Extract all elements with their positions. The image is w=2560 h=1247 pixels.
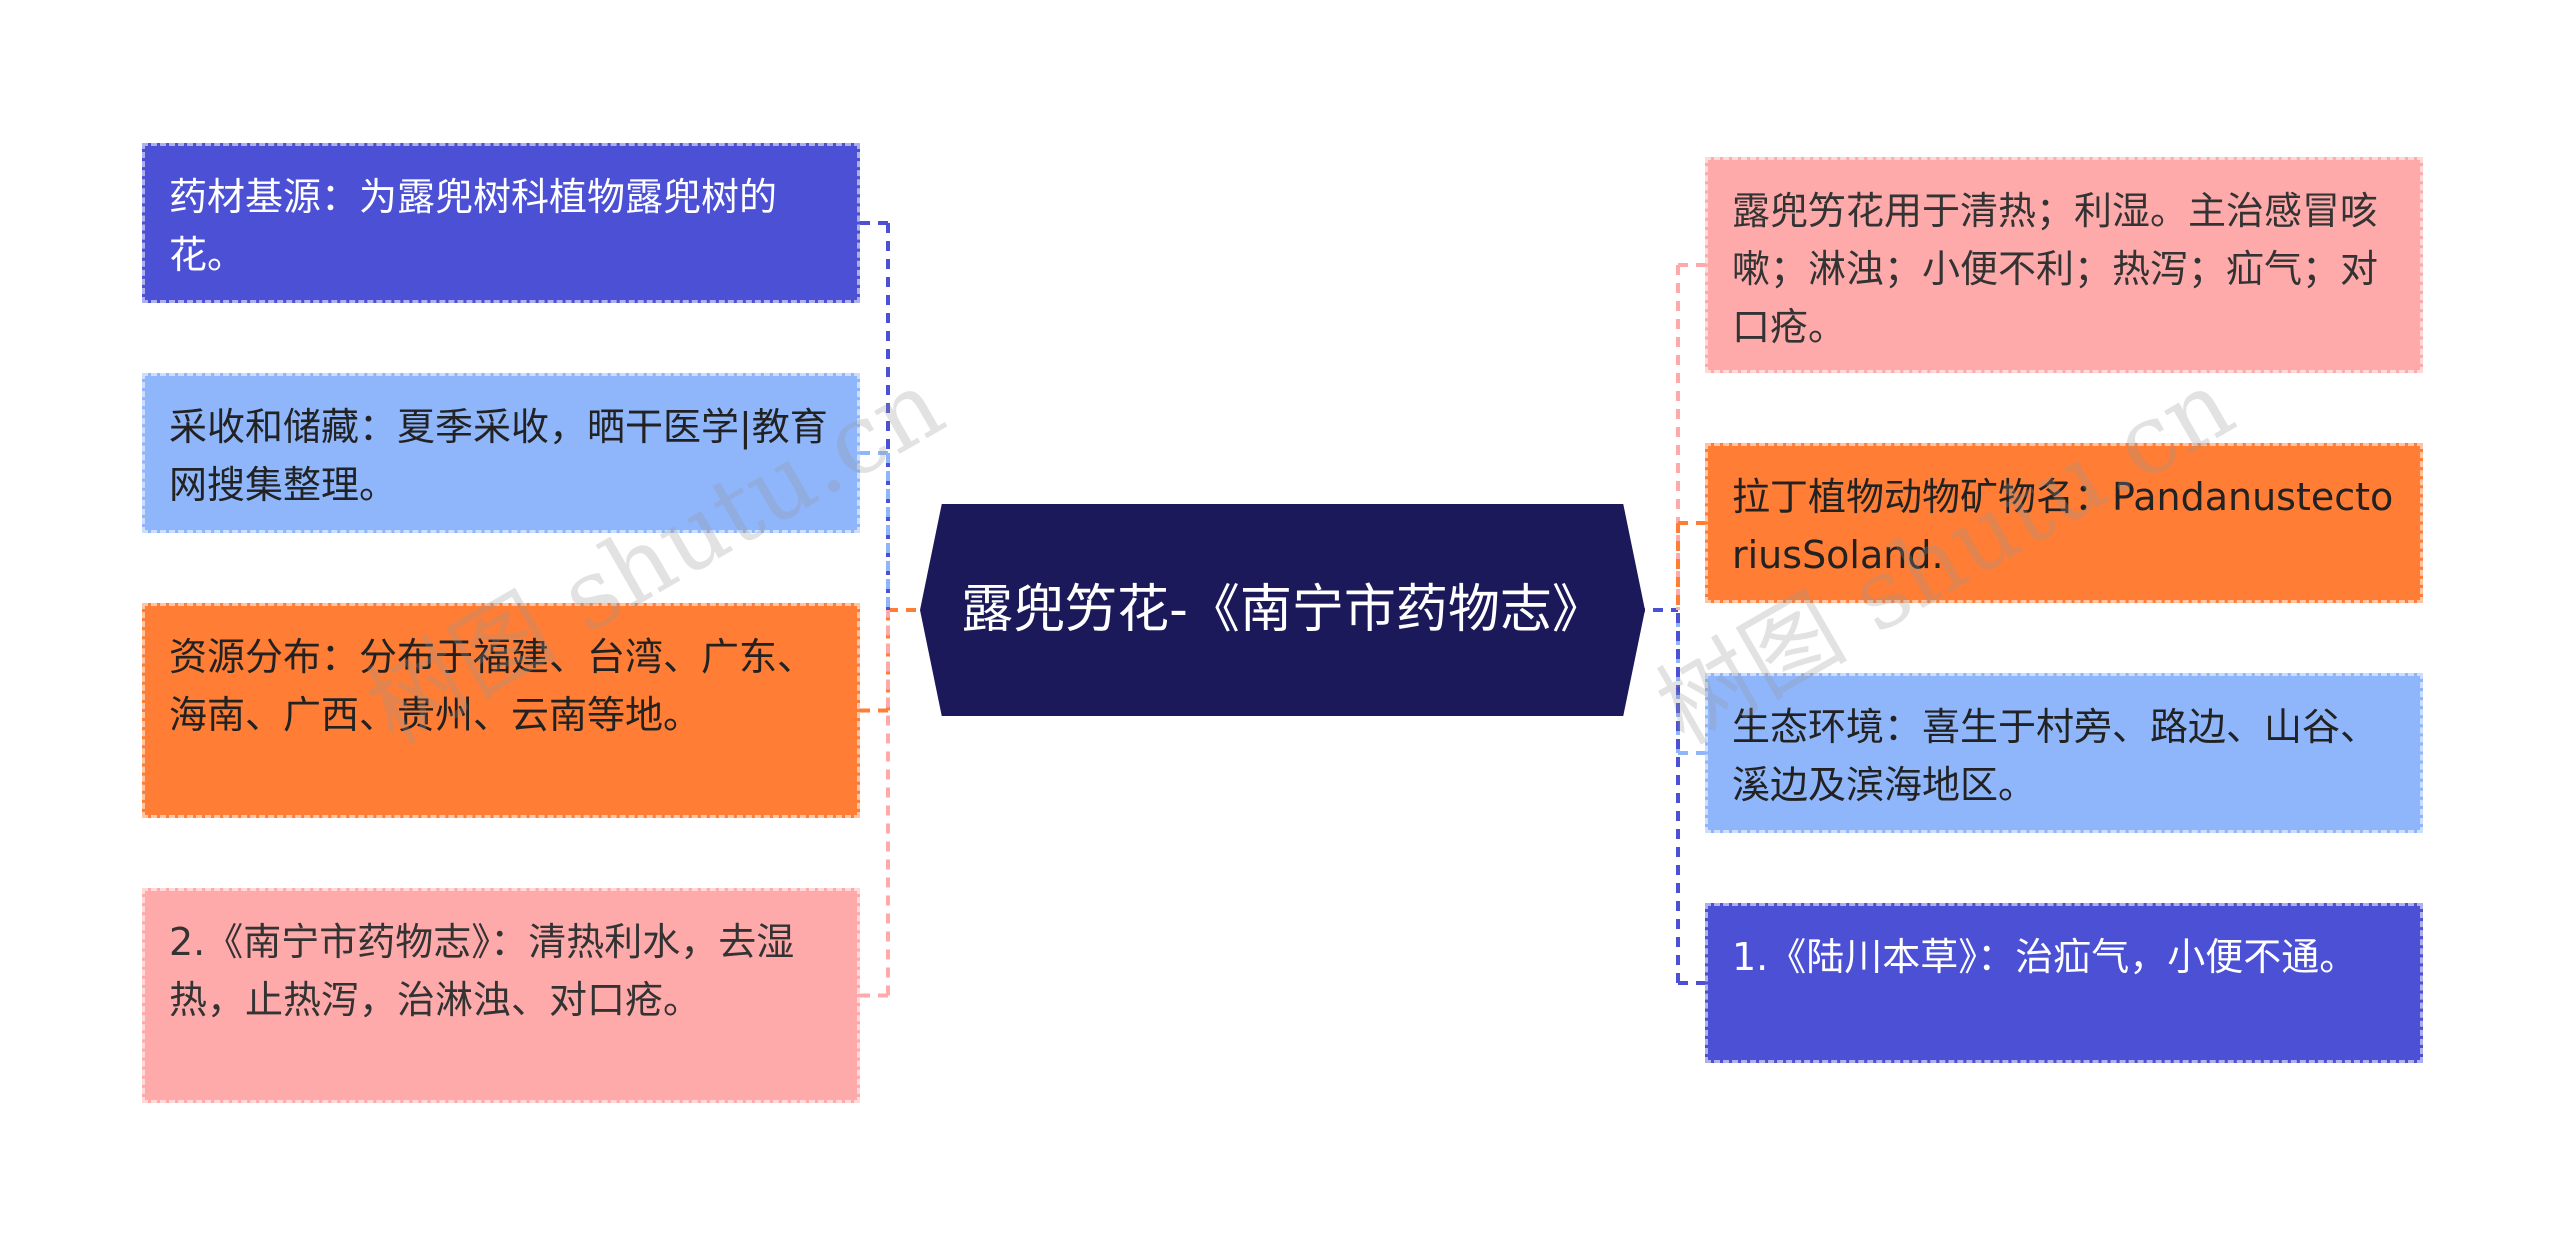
right-node-luchuan-text: 1.《陆川本草》：治疝气，小便不通。: [1732, 935, 2358, 979]
center-topic[interactable]: 露兜竻花-《南宁市药物志》: [920, 504, 1645, 716]
left-node-distribution-text: 资源分布：分布于福建、台湾、广东、海南、广西、贵州、云南等地。: [169, 635, 816, 737]
left-node-source-text: 药材基源：为露兜树科植物露兜树的花。: [169, 175, 778, 277]
right-node-habitat-text: 生态环境：喜生于村旁、路边、山谷、溪边及滨海地区。: [1732, 705, 2379, 807]
left-node-harvest[interactable]: 采收和储藏：夏季采收，晒干医学|教育网搜集整理。: [142, 373, 860, 533]
left-node-nanning[interactable]: 2.《南宁市药物志》：清热利水，去湿热，止热泻，治淋浊、对口疮。: [142, 888, 860, 1103]
right-node-usage-text: 露兜竻花用于清热；利湿。主治感冒咳嗽；淋浊；小便不利；热泻；疝气；对口疮。: [1732, 189, 2379, 349]
left-node-source[interactable]: 药材基源：为露兜树科植物露兜树的花。: [142, 143, 860, 303]
left-node-distribution[interactable]: 资源分布：分布于福建、台湾、广东、海南、广西、贵州、云南等地。: [142, 603, 860, 818]
center-topic-text: 露兜竻花-《南宁市药物志》: [961, 580, 1604, 640]
left-node-harvest-text: 采收和储藏：夏季采收，晒干医学|教育网搜集整理。: [169, 405, 828, 507]
right-node-latin[interactable]: 拉丁植物动物矿物名：PandanustectoriusSoland.: [1705, 443, 2423, 603]
right-connectors: [1635, 263, 1705, 985]
right-node-usage[interactable]: 露兜竻花用于清热；利湿。主治感冒咳嗽；淋浊；小便不利；热泻；疝气；对口疮。: [1705, 157, 2423, 373]
right-node-latin-text: 拉丁植物动物矿物名：PandanustectoriusSoland.: [1732, 475, 2394, 577]
right-node-luchuan[interactable]: 1.《陆川本草》：治疝气，小便不通。: [1705, 903, 2423, 1063]
left-connectors: [860, 221, 930, 998]
left-node-nanning-text: 2.《南宁市药物志》：清热利水，去湿热，止热泻，治淋浊、对口疮。: [169, 920, 795, 1022]
right-node-habitat[interactable]: 生态环境：喜生于村旁、路边、山谷、溪边及滨海地区。: [1705, 673, 2423, 833]
